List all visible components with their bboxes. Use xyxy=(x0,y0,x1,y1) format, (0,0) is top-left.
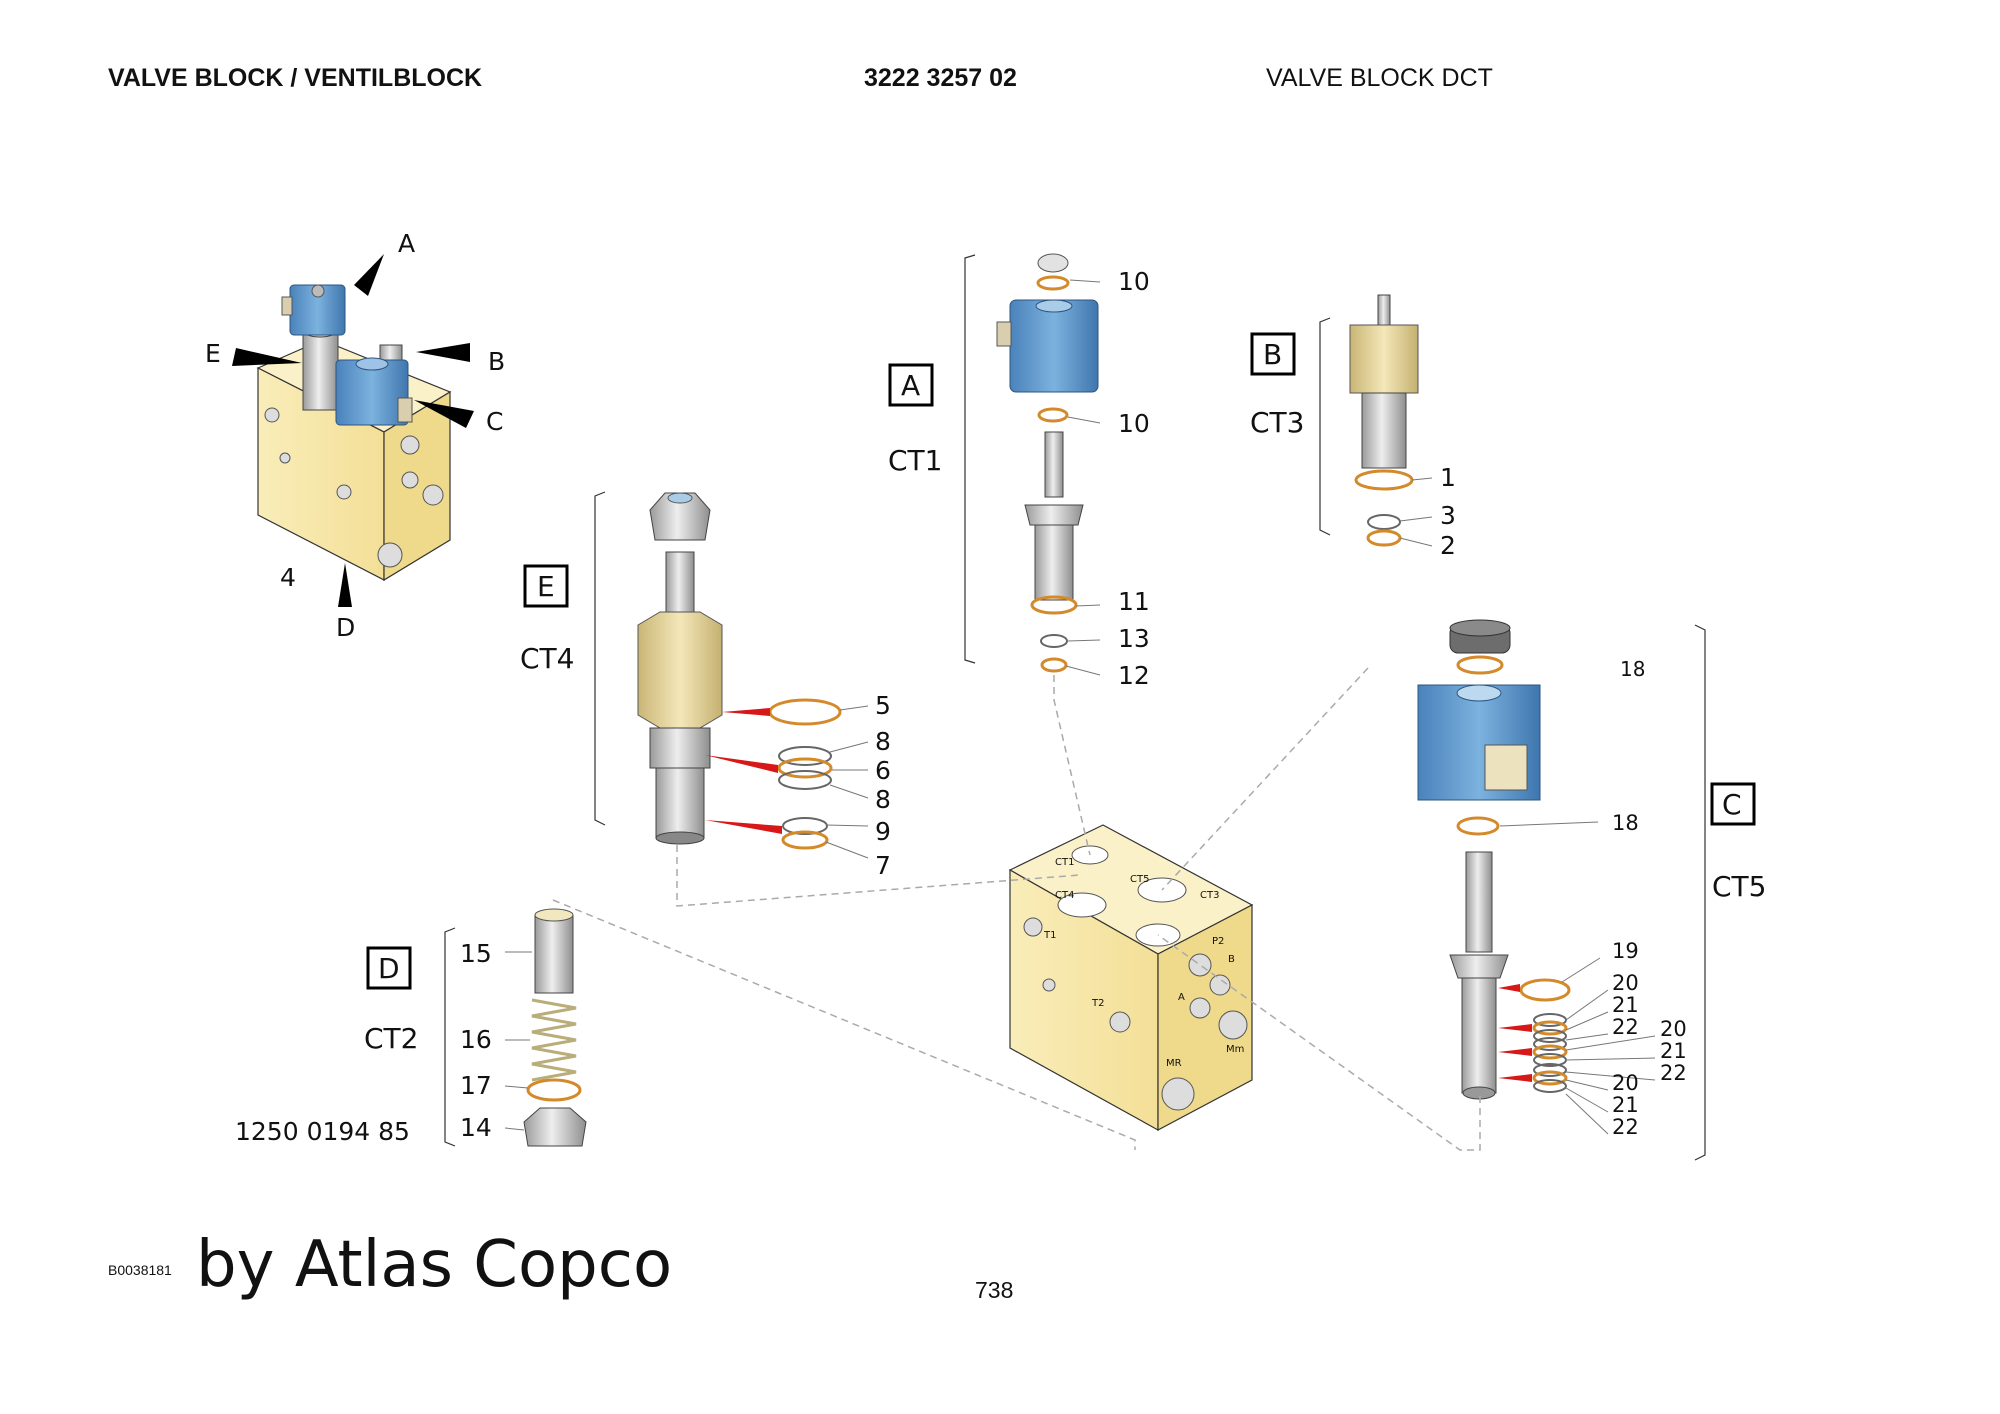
ct5-item-21c: 21 xyxy=(1612,1093,1639,1117)
group-c-cartridge: CT5 xyxy=(1712,870,1766,903)
ct4-item-7: 7 xyxy=(875,851,891,880)
port-ct1: CT1 xyxy=(1055,857,1074,868)
ct5-item-21b: 21 xyxy=(1660,1039,1687,1063)
group-b-box xyxy=(1250,332,1296,376)
port-a: A xyxy=(1178,992,1185,1003)
port-p2: P2 xyxy=(1212,936,1224,947)
group-d-letter: D xyxy=(378,952,400,985)
ct3-item-3: 3 xyxy=(1440,501,1456,530)
ct5-item-21a: 21 xyxy=(1612,993,1639,1017)
ct1-item-10b: 10 xyxy=(1118,409,1150,438)
group-b-bracket xyxy=(1319,317,1331,536)
ct4-parts xyxy=(637,492,869,859)
ct2-parts xyxy=(504,908,587,1147)
ct5-item-22b: 22 xyxy=(1660,1061,1687,1085)
ct5-item-20a: 20 xyxy=(1612,971,1639,995)
ct5-item-20c: 20 xyxy=(1612,1071,1639,1095)
ct5-item-18a: 18 xyxy=(1620,657,1645,681)
ct5-item-22a: 22 xyxy=(1612,1015,1639,1039)
group-e-cartridge: CT4 xyxy=(520,642,574,675)
drawing-id: B0038181 xyxy=(108,1262,172,1278)
ct4-item-9: 9 xyxy=(875,817,891,846)
assembly-lines xyxy=(552,667,1481,1151)
group-e-letter: E xyxy=(537,570,555,603)
port-mm: Mm xyxy=(1226,1044,1244,1055)
group-a-cartridge: CT1 xyxy=(888,444,942,477)
ct1-item-10a: 10 xyxy=(1118,267,1150,296)
ct2-item-14: 14 xyxy=(460,1113,492,1142)
port-mr: MR xyxy=(1166,1058,1182,1069)
overview-label-c: C xyxy=(486,407,503,436)
ct5-item-18b: 18 xyxy=(1612,811,1639,835)
ct2-item-16: 16 xyxy=(460,1025,492,1054)
ct4-item-8b: 8 xyxy=(875,785,891,814)
ct5-parts xyxy=(1417,619,1656,1135)
ct2-item-15: 15 xyxy=(460,939,492,968)
port-ct4: CT4 xyxy=(1055,890,1074,901)
group-d-box xyxy=(366,946,412,990)
ct4-item-8a: 8 xyxy=(875,727,891,756)
group-d-kit-number: 1250 0194 85 xyxy=(235,1117,410,1146)
ct3-item-2: 2 xyxy=(1440,531,1456,560)
overview-label-a: A xyxy=(398,229,415,258)
ct2-item-17: 17 xyxy=(460,1071,492,1100)
ct1-item-13: 13 xyxy=(1118,624,1150,653)
overview-label-d: D xyxy=(336,613,355,642)
port-t1: T1 xyxy=(1043,930,1056,941)
group-d-cartridge: CT2 xyxy=(364,1022,418,1055)
group-a-box xyxy=(888,363,934,407)
brand-text: by Atlas Copco xyxy=(196,1228,673,1302)
part-number: 3222 3257 02 xyxy=(864,64,1017,92)
ct5-item-20b: 20 xyxy=(1660,1017,1687,1041)
port-t2: T2 xyxy=(1091,998,1104,1009)
group-a-letter: A xyxy=(901,369,920,402)
ct5-item-19: 19 xyxy=(1612,939,1639,963)
overview-block xyxy=(232,254,474,607)
ct5-item-22c: 22 xyxy=(1612,1115,1639,1139)
ct3-parts xyxy=(1349,294,1433,547)
valve-block-port-labels: CT1 CT4 CT3 CT5 T1 T2 A B P2 MR Mm xyxy=(1043,857,1244,1069)
page-number: 738 xyxy=(975,1277,1014,1303)
port-b: B xyxy=(1228,954,1235,965)
ct1-parts xyxy=(996,253,1101,676)
group-c-box xyxy=(1710,782,1756,826)
ct1-item-11: 11 xyxy=(1118,587,1150,616)
group-d-bracket xyxy=(444,927,456,1147)
diagram-subtitle: VALVE BLOCK DCT xyxy=(1266,64,1493,92)
ct3-item-1: 1 xyxy=(1440,463,1456,492)
overview-label-b: B xyxy=(488,347,505,376)
overview-item-4: 4 xyxy=(280,563,296,592)
valve-block-body xyxy=(1008,824,1254,1132)
group-e-box xyxy=(523,564,569,608)
ct1-item-12: 12 xyxy=(1118,661,1150,690)
group-b-cartridge: CT3 xyxy=(1250,406,1304,439)
port-ct3: CT3 xyxy=(1200,890,1219,901)
page-title: VALVE BLOCK / VENTILBLOCK xyxy=(108,64,483,92)
group-b-letter: B xyxy=(1263,338,1282,371)
port-ct5: CT5 xyxy=(1130,874,1149,885)
ct4-item-5: 5 xyxy=(875,691,891,720)
group-c-letter: C xyxy=(1722,788,1742,821)
group-a-bracket xyxy=(964,254,976,664)
ct4-item-6: 6 xyxy=(875,756,891,785)
overview-label-e: E xyxy=(205,339,221,368)
group-e-bracket xyxy=(594,491,606,826)
group-c-bracket xyxy=(1694,624,1706,1161)
